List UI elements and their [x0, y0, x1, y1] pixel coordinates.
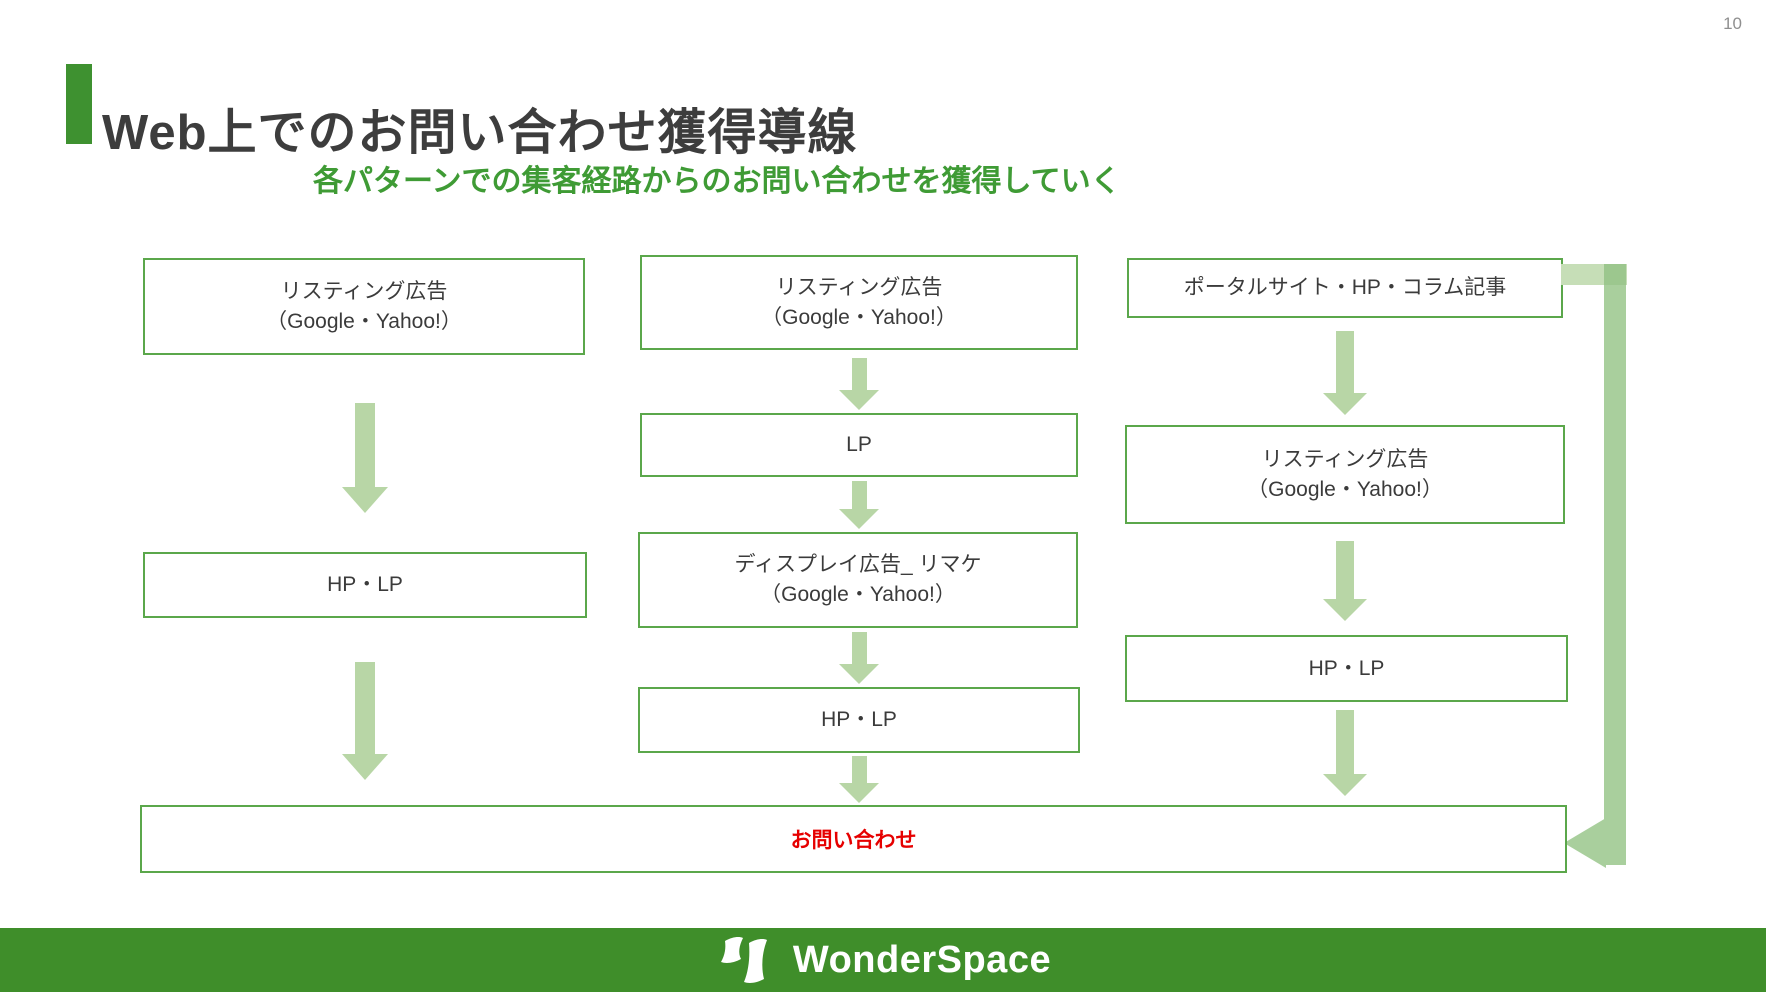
flow-box-col3-portal: ポータルサイト・HP・コラム記事 [1127, 258, 1563, 318]
down-arrow-icon [1323, 710, 1367, 796]
arrow-head [1323, 599, 1367, 621]
flow-box-label: ポータルサイト・HP・コラム記事 [1183, 276, 1507, 300]
flow-box-label: HP・LP [327, 573, 403, 597]
flow-box-label: ディスプレイ広告_ リマケ （Google・Yahoo!） [734, 553, 982, 606]
elbow-connector-vertical [1604, 264, 1626, 865]
flow-box-col1-hp-lp: HP・LP [143, 552, 587, 618]
flow-box-col2-hp-lp: HP・LP [638, 687, 1080, 753]
arrow-shaft [851, 632, 867, 664]
arrow-head [342, 754, 388, 780]
arrow-head [342, 487, 388, 513]
page-number: 10 [1723, 14, 1742, 33]
arrow-shaft [355, 662, 375, 754]
flow-box-label: リスティング広告 （Google・Yahoo!） [266, 279, 462, 333]
down-arrow-icon [1323, 541, 1367, 621]
arrow-shaft [851, 358, 867, 390]
title-accent-bar [66, 64, 92, 144]
flow-box-col2-lp: LP [640, 413, 1078, 477]
down-arrow-icon [342, 662, 388, 780]
arrow-head [839, 509, 879, 529]
arrow-head [839, 390, 879, 410]
flow-box-label: HP・LP [1308, 656, 1385, 680]
subtitle: 各パターンでの集客経路からのお問い合わせを獲得していく [313, 165, 1121, 198]
down-arrow-icon [839, 481, 879, 529]
left-arrow-head-icon [1564, 818, 1606, 868]
result-label: お問い合わせ [790, 829, 917, 852]
flow-box-col2-display-ad: ディスプレイ広告_ リマケ （Google・Yahoo!） [638, 532, 1078, 628]
arrow-head [1323, 393, 1367, 415]
flow-box-col3-hp-lp: HP・LP [1125, 635, 1568, 702]
flow-box-label: HP・LP [821, 708, 897, 732]
flow-box-col3-listing-ad: リスティング広告 （Google・Yahoo!） [1125, 425, 1565, 524]
arrow-head [1323, 774, 1367, 796]
flow-box-result-inquiry: お問い合わせ [140, 805, 1567, 873]
arrow-shaft [1336, 541, 1354, 599]
page-title: Web上でのお問い合わせ獲得導線 [102, 105, 858, 160]
footer-band: WonderSpace [0, 928, 1766, 992]
down-arrow-icon [839, 358, 879, 410]
flow-box-label: LP [846, 433, 872, 457]
arrow-shaft [1336, 710, 1354, 774]
flow-box-label: リスティング広告 （Google・Yahoo!） [761, 275, 957, 329]
arrow-shaft [851, 756, 867, 783]
brand-name: WonderSpace [792, 938, 1052, 981]
flow-box-label: リスティング広告 （Google・Yahoo!） [1247, 447, 1443, 501]
down-arrow-icon [839, 756, 879, 803]
arrow-head [839, 783, 879, 803]
wonderspace-logo-icon [720, 937, 767, 983]
down-arrow-icon [839, 632, 879, 684]
arrow-head [839, 664, 879, 684]
flow-box-col2-listing-ad: リスティング広告 （Google・Yahoo!） [640, 255, 1078, 350]
flow-box-col1-listing-ad: リスティング広告 （Google・Yahoo!） [143, 258, 585, 355]
arrow-shaft [1336, 331, 1354, 393]
down-arrow-icon [1323, 331, 1367, 415]
arrow-shaft [851, 481, 867, 509]
arrow-shaft [355, 403, 375, 487]
elbow-connector-junction [1604, 264, 1626, 285]
down-arrow-icon [342, 403, 388, 513]
